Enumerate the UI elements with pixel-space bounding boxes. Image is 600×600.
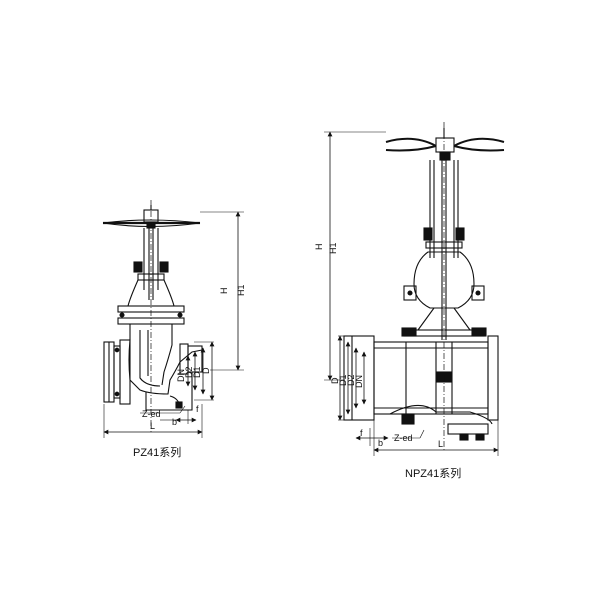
pz41-dim-zed: Z-ed — [142, 409, 161, 419]
pz41-dim-d1: D1 — [192, 366, 202, 378]
pz41-dim-h1: H1 — [236, 284, 246, 296]
npz41-valve-drawing — [343, 122, 505, 452]
pz41-dim-d: D — [201, 367, 211, 374]
pz41-dim-f: f — [196, 404, 199, 414]
pz41-dimension-labels: H H1 DN D2 D1 D Z-ed b f L — [142, 284, 246, 431]
npz41-yoke — [423, 160, 465, 340]
npz41-dimensions — [324, 131, 499, 456]
npz41-dim-h1: H1 — [328, 242, 338, 254]
npz41-handwheel — [385, 128, 505, 161]
npz41-dim-zed: Z-ed — [394, 433, 413, 443]
npz41-dim-f: f — [360, 428, 363, 438]
npz41-dimension-labels: H H1 D D1 D2 DN Z-ed f b L — [314, 242, 443, 449]
pz41-dim-b: b — [172, 417, 177, 427]
npz41-dim-dn: DN — [354, 375, 364, 388]
pz41-dim-h: H — [219, 288, 229, 295]
npz41-body — [343, 327, 499, 441]
pz41-dim-d2: D2 — [184, 366, 194, 378]
npz41-dim-d: D — [330, 377, 340, 384]
npz41-dim-l: L — [438, 439, 443, 449]
pz41-valve-drawing — [102, 200, 203, 432]
npz41-dim-d1: D1 — [338, 374, 348, 386]
pz41-dim-dn: DN — [176, 369, 186, 382]
npz41-caption: NPZ41系列 — [405, 468, 462, 480]
pz41-caption: PZ41系列 — [133, 447, 182, 459]
pz41-dim-l: L — [150, 421, 155, 431]
pz41-handwheel — [102, 205, 201, 229]
npz41-dim-b: b — [378, 438, 383, 448]
npz41-dim-d2: D2 — [346, 374, 356, 386]
npz41-dim-h: H — [314, 244, 324, 251]
pz41-dimensions — [103, 211, 244, 438]
